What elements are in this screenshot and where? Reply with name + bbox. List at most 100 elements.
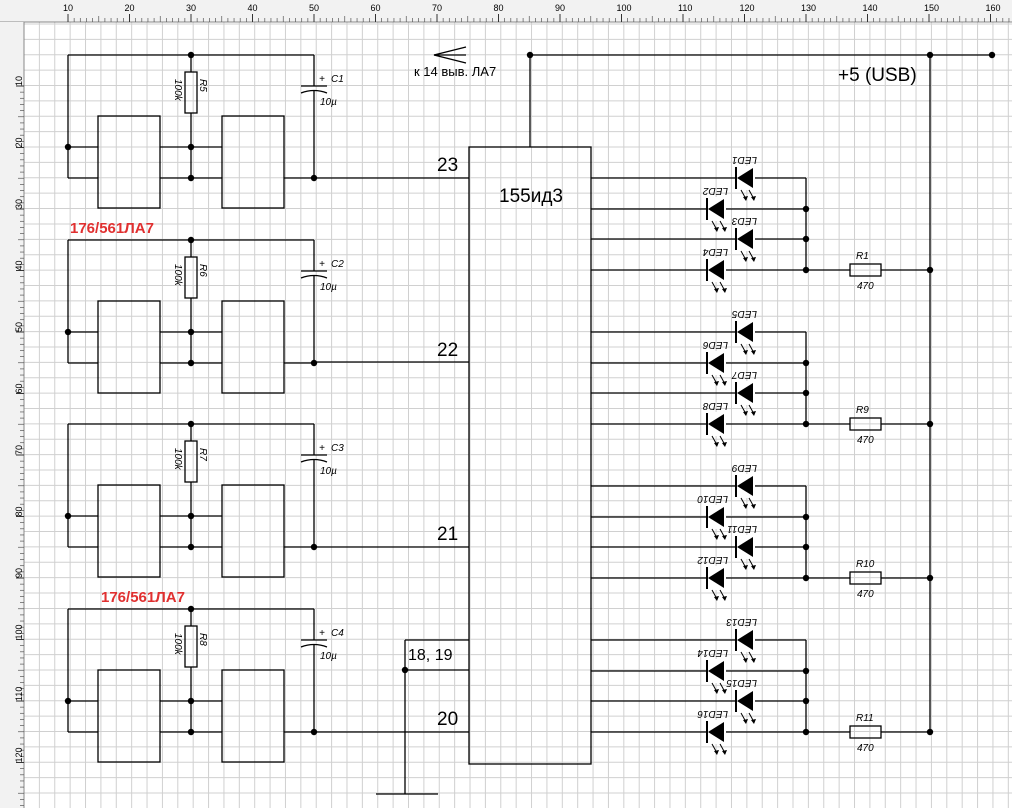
led-label: LED15	[726, 677, 757, 688]
gate-type-label: 176/561ЛА7	[70, 220, 154, 237]
top-ruler-label: 120	[740, 3, 755, 13]
led: LED15	[726, 677, 757, 724]
led-label: LED11	[727, 523, 757, 534]
logic-gate	[97, 669, 161, 763]
led: LED2	[703, 185, 728, 232]
generator-stages: R5100k+C110µR6100k+C210µR7100k+C310µR810…	[67, 54, 344, 763]
junctions	[64, 51, 996, 736]
top-ruler-label: 30	[186, 3, 196, 13]
top-ruler-label: 40	[248, 3, 258, 13]
led: LED11	[727, 523, 757, 570]
led-label: LED13	[726, 616, 757, 627]
top-ruler-label: 50	[309, 3, 319, 13]
capacitor-value: 10µ	[320, 97, 337, 108]
top-ruler-label: 100	[617, 3, 632, 13]
led: LED10	[697, 493, 728, 540]
capacitor-polarity: +	[319, 628, 325, 639]
logic-gate	[97, 300, 161, 394]
capacitor-polarity: +	[319, 74, 325, 85]
capacitor-value: 10µ	[320, 651, 337, 662]
led-label: LED5	[732, 308, 757, 319]
left-ruler-label: 110	[14, 687, 24, 701]
arrow-note: к 14 выв. ЛА7	[414, 64, 496, 79]
led: LED12	[697, 554, 728, 601]
generator-stage: R6 100k + C2 10µ	[67, 239, 344, 394]
top-ruler-label: 80	[494, 3, 504, 13]
gate-type-label: 176/561ЛА7	[101, 589, 185, 606]
left-ruler-label: 60	[14, 383, 24, 393]
resistor-label: R1	[856, 251, 869, 262]
led: LED5	[732, 308, 757, 355]
resistor-label: R7	[197, 448, 208, 461]
resistor-value: 470	[857, 743, 874, 754]
led-label: LED8	[703, 400, 728, 411]
led-label: LED4	[703, 246, 728, 257]
resistor-value: 470	[857, 435, 874, 446]
resistor-label: R10	[856, 559, 875, 570]
led-label: LED3	[732, 215, 757, 226]
top-ruler-label: 160	[986, 3, 1001, 13]
led: LED1	[732, 154, 757, 201]
resistor-value: 470	[857, 281, 874, 292]
decoder-chip-body	[468, 146, 592, 765]
led-label: LED2	[703, 185, 728, 196]
left-ruler-label: 70	[14, 445, 24, 455]
top-ruler-label: 60	[371, 3, 381, 13]
led-label: LED6	[703, 339, 728, 350]
left-ruler-label: 100	[14, 624, 24, 639]
resistor-label: R9	[856, 405, 869, 416]
capacitor-polarity: +	[319, 259, 325, 270]
led: LED7	[732, 369, 757, 416]
resistor-value: 100k	[172, 264, 183, 287]
top-ruler-label: 90	[555, 3, 565, 13]
resistor-value: 100k	[172, 633, 183, 656]
resistor-label: R5	[197, 79, 208, 92]
left-ruler-label: 80	[14, 506, 24, 516]
wiring	[314, 46, 992, 795]
resistor-label: R6	[197, 264, 208, 277]
led: LED6	[703, 339, 728, 386]
top-ruler-label: 110	[678, 3, 692, 13]
left-ruler-label: 30	[14, 199, 24, 209]
led: LED3	[732, 215, 757, 262]
led-label: LED14	[697, 647, 728, 658]
top-ruler-label: 140	[863, 3, 878, 13]
left-ruler-label: 40	[14, 260, 24, 270]
led-label: LED10	[697, 493, 728, 504]
led: LED4	[703, 246, 728, 293]
top-ruler-label: 10	[63, 3, 73, 13]
pin-22-label: 22	[437, 340, 458, 361]
capacitor-value: 10µ	[320, 466, 337, 477]
logic-gate	[221, 484, 285, 578]
led: LED9	[732, 462, 757, 509]
left-ruler-label: 50	[14, 322, 24, 332]
led-label: LED1	[732, 154, 757, 165]
resistor-value: 100k	[172, 79, 183, 102]
left-ruler-label: 120	[14, 747, 24, 762]
chip-label: 155ид3	[499, 186, 563, 207]
led-label: LED12	[697, 554, 728, 565]
capacitor-label: C2	[331, 259, 344, 270]
top-ruler-label: 150	[924, 3, 939, 13]
resistor-value: 470	[857, 589, 874, 600]
logic-gate	[97, 484, 161, 578]
logic-gate	[221, 300, 285, 394]
left-ruler-label: 20	[14, 137, 24, 147]
top-ruler: 10 20 30 40 50 60 70 80 90 100 110 120 130 140 150 160	[0, 0, 1012, 23]
top-ruler-label: 20	[125, 3, 135, 13]
led: LED16	[697, 708, 728, 755]
led-label: LED7	[732, 369, 757, 380]
logic-gate	[221, 115, 285, 209]
top-ruler-label: 70	[432, 3, 442, 13]
top-ruler-label: 130	[801, 3, 816, 13]
capacitor-value: 10µ	[320, 282, 337, 293]
capacitor-polarity: +	[319, 443, 325, 454]
led-label: LED16	[697, 708, 728, 719]
pin-20-label: 20	[437, 709, 458, 730]
